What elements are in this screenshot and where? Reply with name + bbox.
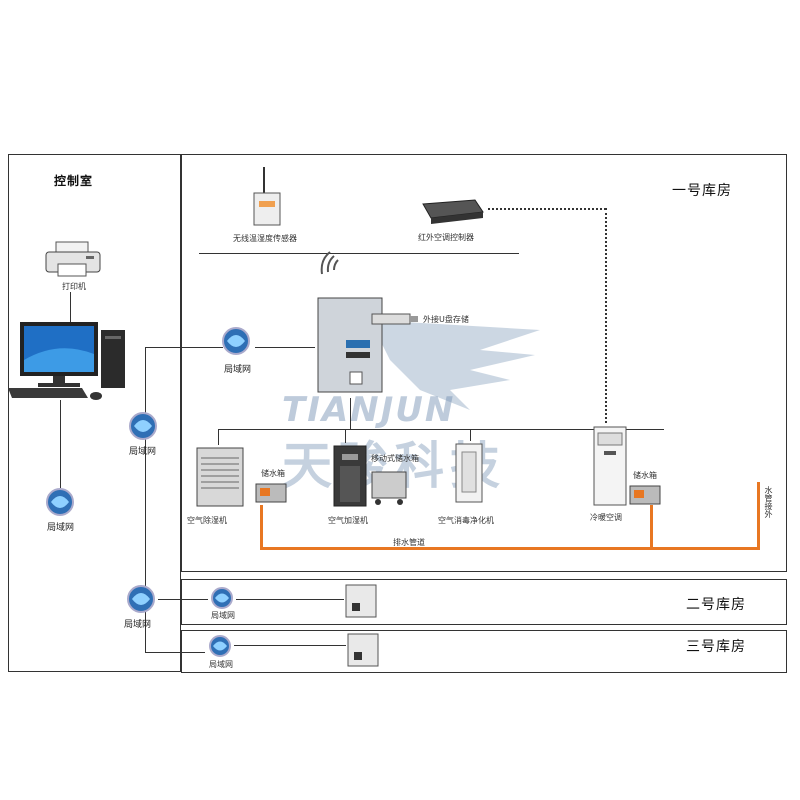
room2-link-line	[236, 599, 344, 600]
warehouse1-title: 一号库房	[672, 183, 732, 199]
warehouse2-title: 二号库房	[686, 597, 746, 613]
control-room-frame	[8, 154, 181, 672]
warehouse2-frame	[181, 579, 787, 625]
ir-controller-label: 红外空调控制器	[418, 233, 474, 242]
drain-pipe-ac-drop	[650, 505, 653, 550]
printer-link-line	[70, 292, 71, 322]
watermark-latin: TIANJUN	[282, 390, 456, 430]
dehumidifier-icon	[196, 447, 244, 507]
device-bus-line	[218, 429, 664, 430]
room3-controller-icon	[347, 633, 379, 667]
drain-pipe-right-riser	[757, 482, 760, 550]
warehouse3-title: 三号库房	[686, 639, 746, 655]
printer-icon	[45, 241, 101, 277]
purifier-icon	[455, 443, 483, 503]
warehouse3-frame	[181, 630, 787, 673]
mobile-tank-label: 移动式储水箱	[371, 454, 419, 463]
network-label-control-mid: 局域网	[129, 447, 157, 457]
network-label-branch: 局域网	[124, 620, 152, 630]
wireless-sensor-label: 无线温湿度传感器	[233, 234, 297, 243]
humidifier-drop	[345, 429, 346, 443]
top-network-horizontal	[145, 347, 223, 348]
humidifier-label: 空气加湿机	[328, 516, 368, 525]
network-label-room3: 局域网	[209, 660, 233, 669]
wireless-sensor-icon	[253, 167, 281, 226]
external-u-label: 外接U盘存储	[423, 315, 469, 324]
drain-pipe-main	[260, 547, 760, 550]
ac-unit-label: 冷暖空调	[590, 513, 622, 522]
network-globe-icon	[222, 327, 250, 355]
network-globe-icon	[46, 488, 74, 516]
water-tank-label-2: 储水箱	[633, 471, 657, 480]
main-controller-icon	[317, 297, 383, 393]
computer-right-line	[145, 347, 146, 652]
water-tank-label-1: 储水箱	[261, 469, 285, 478]
purifier-drop	[470, 429, 471, 441]
printer-label: 打印机	[62, 282, 86, 291]
drain-out-label: 水管接外	[764, 486, 773, 518]
watermark-wing-icon	[370, 320, 540, 410]
computer-icon	[8, 322, 125, 400]
sensor-bus-line	[199, 253, 519, 254]
branch-lower-horizontal	[145, 652, 205, 653]
mobile-tank-icon	[371, 471, 407, 505]
control-room-title: 控制室	[54, 174, 94, 188]
ir-dotted-link	[488, 208, 606, 210]
branch-room2-line	[158, 599, 208, 600]
humidifier-icon	[333, 445, 367, 507]
usb-drive-icon	[371, 313, 418, 325]
ac-bus-line	[630, 429, 664, 430]
drain-pipe-left-drop	[260, 505, 263, 550]
network-globe-icon	[127, 585, 155, 613]
dehumidifier-drop	[218, 429, 219, 445]
room2-controller-icon	[345, 584, 377, 618]
ir-dotted-drop	[605, 208, 607, 423]
water-tank-icon	[255, 483, 287, 503]
warehouse1-frame	[181, 154, 787, 572]
purifier-label: 空气消毒净化机	[438, 516, 494, 525]
dehumidifier-label: 空气除湿机	[187, 516, 227, 525]
ac-unit-icon	[593, 426, 627, 506]
water-tank-icon	[629, 485, 661, 505]
computer-down-line	[60, 400, 61, 488]
controller-to-bus-line	[350, 398, 351, 430]
wifi-signal-icon	[320, 251, 339, 275]
network-globe-icon	[209, 635, 231, 657]
network-globe-icon	[211, 587, 233, 609]
network-label-room2: 局域网	[211, 611, 235, 620]
net-to-controller-line	[255, 347, 315, 348]
network-globe-icon	[129, 412, 157, 440]
network-label-main-top: 局域网	[224, 365, 252, 375]
ir-controller-icon	[422, 199, 484, 224]
drain-pipe-label: 排水管道	[393, 538, 425, 547]
network-label-control-low: 局域网	[47, 523, 75, 533]
room3-link-line	[234, 645, 346, 646]
